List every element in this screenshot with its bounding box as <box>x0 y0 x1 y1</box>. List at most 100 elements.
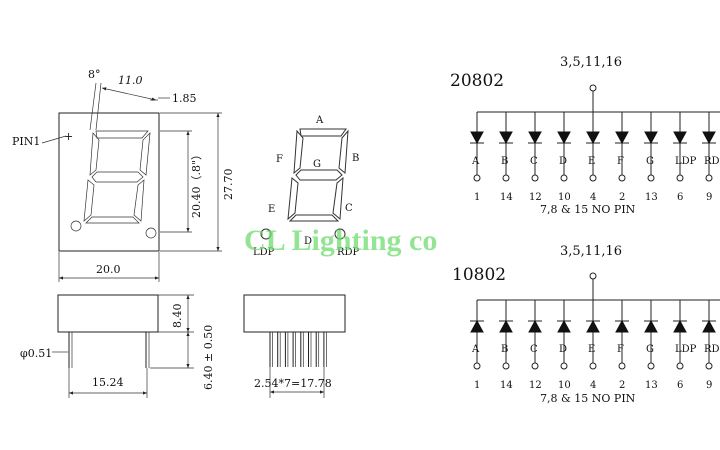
digit-outline <box>83 130 151 224</box>
schematic-marks: A1B14C12D10E4F2G13LDP6RDP9 <box>470 272 720 391</box>
pin-number: 9 <box>706 192 712 203</box>
angle-dimension: 8° <box>88 68 101 81</box>
pin-terminal <box>705 362 713 370</box>
segment-label: C <box>530 344 538 355</box>
segment-d-shape <box>288 214 340 222</box>
pin-terminal <box>618 174 626 182</box>
pin-terminal <box>502 362 510 370</box>
segment-label: D <box>559 344 567 355</box>
segment-e-shape <box>287 177 299 221</box>
pin-terminal <box>676 362 684 370</box>
segment-f-outline <box>89 132 100 176</box>
segment-a-outline <box>95 130 149 139</box>
segment-label: RDP <box>704 344 720 355</box>
segment-label: F <box>617 344 624 355</box>
side-view-left: φ0.51 15.24 8.40 6.40 ± 0.50 <box>20 294 215 398</box>
segment-b-shape <box>338 129 349 175</box>
segment-g-outline <box>91 171 144 183</box>
segment-label: LDP <box>675 344 697 355</box>
rdp-dot-shape <box>334 228 346 240</box>
segment-label: E <box>588 156 595 167</box>
segment-label: RDP <box>704 156 720 167</box>
front-view: + PIN1 8° 11.0 1.85 20.40（.8"） 27.70 20.… <box>12 68 235 282</box>
pin-number: 6 <box>677 192 683 203</box>
pin-number: 4 <box>590 192 596 203</box>
diode-ldp <box>673 131 687 145</box>
diode-c <box>528 131 542 145</box>
pin-terminal <box>560 174 568 182</box>
rdp-label: RDP <box>337 247 360 258</box>
pin1-leader <box>41 135 67 144</box>
schematic-20802: 20802 3,5,11,16 7,8 & 15 NO PIN A1B14C12… <box>450 55 720 216</box>
common-terminal <box>589 84 597 92</box>
segment-c-label: C <box>345 203 353 214</box>
diode-a <box>470 319 484 333</box>
pin1-plus-mark: + <box>64 130 73 143</box>
segment-label: A <box>471 156 480 167</box>
diode-g <box>644 319 658 333</box>
pin-number: 2 <box>619 380 625 391</box>
pin-terminal <box>502 174 510 182</box>
segment-d-outline <box>85 216 140 224</box>
pin-row <box>269 332 327 367</box>
segment-label: G <box>646 156 654 167</box>
segment-label: F <box>617 156 624 167</box>
pin-diameter-dimension: φ0.51 <box>20 347 52 360</box>
diode-ldp <box>673 319 687 333</box>
digit-height-dimension: 20.40（.8"） <box>190 149 203 218</box>
segment-label: G <box>646 344 654 355</box>
watermark-text: CL Lighting co <box>244 224 437 257</box>
ldp-dot-shape <box>260 228 272 240</box>
segment-label: B <box>501 344 508 355</box>
segment-c-outline <box>133 179 145 222</box>
segment-map: A B C D E F G LDP RDP <box>253 115 360 258</box>
stroke-width-dimension: 1.85 <box>172 92 197 105</box>
pin-length-dimension: 6.40 ± 0.50 <box>202 325 215 390</box>
pin-number: 6 <box>677 380 683 391</box>
pin-number: 10 <box>558 380 571 391</box>
segment-width-arrow <box>101 87 157 101</box>
segment-e-label: E <box>268 204 275 215</box>
pin-terminal <box>560 362 568 370</box>
pin-number: 12 <box>529 192 542 203</box>
pin-terminal <box>589 362 597 370</box>
diode-f <box>615 131 629 145</box>
segment-b-outline <box>139 132 151 176</box>
schematic-marks: A1B14C12D10E4F2G13LDP6RDP9 <box>470 84 720 203</box>
diode-d <box>557 319 571 333</box>
diode-g <box>644 131 658 145</box>
segment-b-label: B <box>352 153 359 164</box>
side-body-outline <box>57 294 159 333</box>
segment-f-label: F <box>276 154 283 165</box>
diode-a <box>470 131 484 145</box>
segment-c-shape <box>332 176 344 221</box>
pin-terminal <box>531 362 539 370</box>
display-body-outline <box>58 112 160 252</box>
segment-g-shape <box>295 169 343 181</box>
segment-label: E <box>588 344 595 355</box>
diode-d <box>557 131 571 145</box>
diode-f <box>615 319 629 333</box>
pin-number: 2 <box>619 192 625 203</box>
ldp-dot-outline <box>70 220 82 232</box>
pin-number: 1 <box>474 380 480 391</box>
segment-width-dimension: 11.0 <box>118 74 143 87</box>
pin-terminal <box>647 174 655 182</box>
pin-number: 10 <box>558 192 571 203</box>
segment-a-shape <box>299 128 347 137</box>
body-depth-dimension: 8.40 <box>171 304 184 329</box>
no-pin-note: 7,8 & 15 NO PIN <box>540 203 636 216</box>
pin-terminal <box>473 174 481 182</box>
pin-terminal <box>618 362 626 370</box>
pin-number: 13 <box>645 380 658 391</box>
pin-number: 9 <box>706 380 712 391</box>
rdp-dot-outline <box>145 227 157 239</box>
segment-a-label: A <box>315 115 324 126</box>
pin-pitch-dimension: 2.54*7=17.78 <box>254 377 332 390</box>
pin-number: 14 <box>500 380 513 391</box>
segment-label: B <box>501 156 508 167</box>
pin-number: 1 <box>474 192 480 203</box>
side-view-right: 2.54*7=17.78 <box>243 294 346 398</box>
model-label: 10802 <box>452 265 506 285</box>
